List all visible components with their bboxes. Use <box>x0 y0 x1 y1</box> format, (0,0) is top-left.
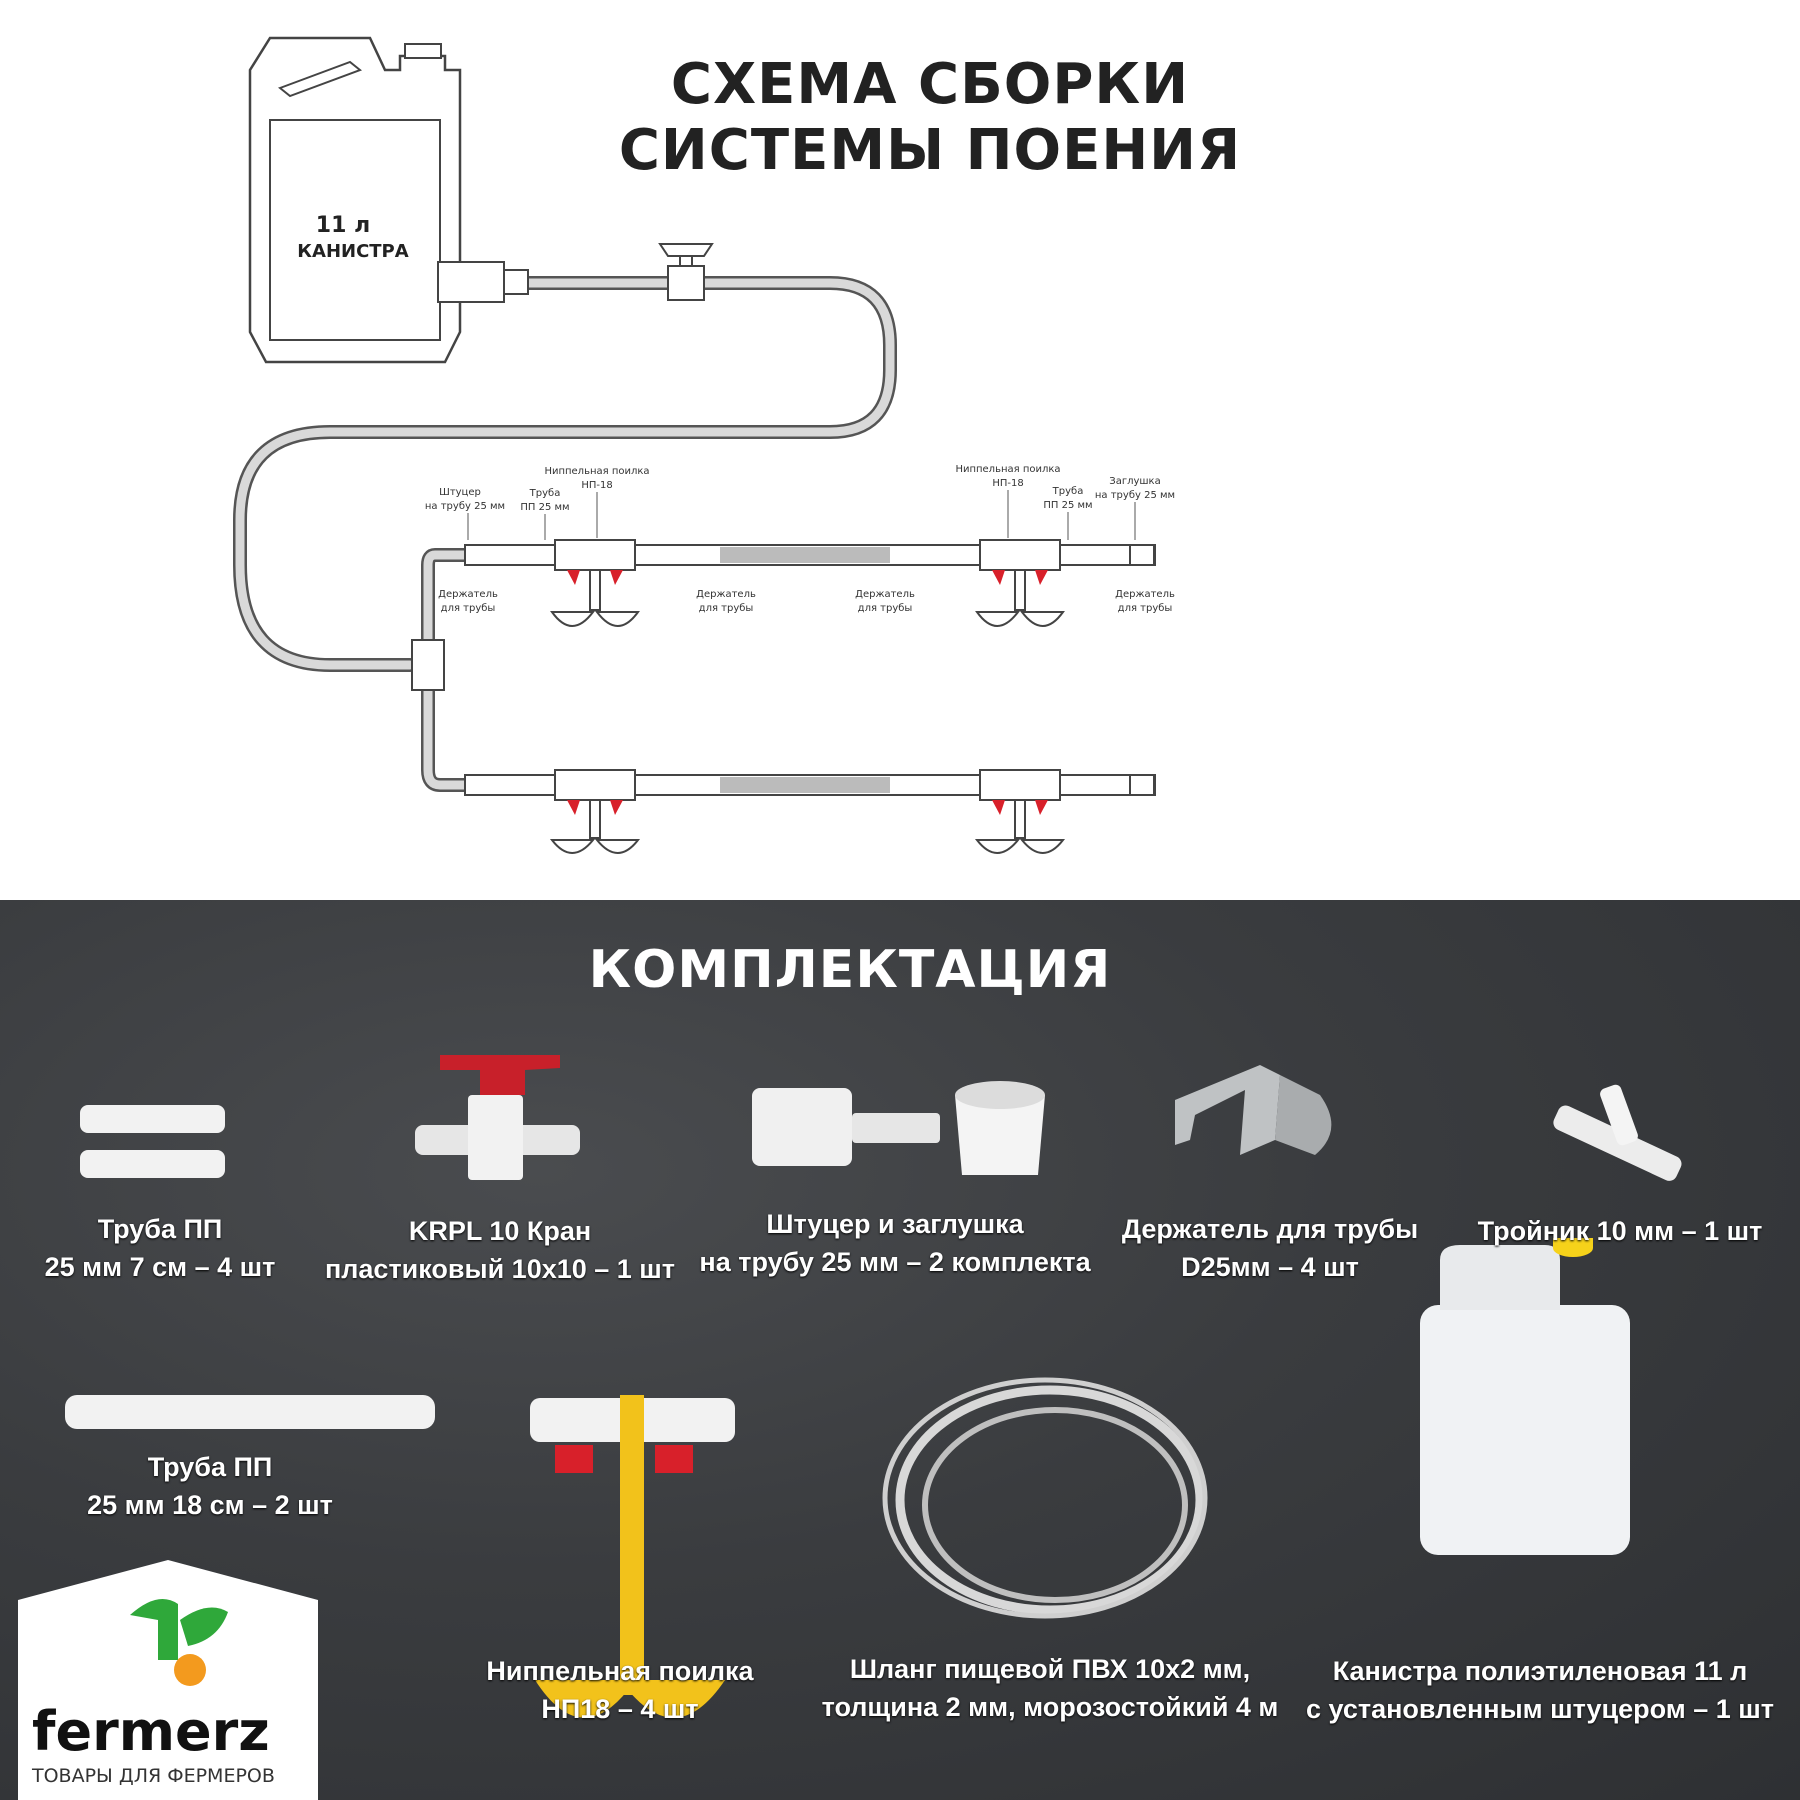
label-holder-1-l2: для трубы <box>441 603 496 614</box>
kit-item-2-line2: пластиковый 10х10 – 1 шт <box>324 1254 676 1284</box>
kit-item-6-line1: Труба ПП <box>147 1452 273 1482</box>
kit-item-tee: Тройник 10 мм – 1 шт <box>1460 1212 1780 1250</box>
diagram-drawing: 11 л КАНИСТРА <box>233 36 1175 854</box>
kit-item-fitting-and-plug: Штуцер и заглушка на трубу 25 мм – 2 ком… <box>690 1205 1100 1281</box>
nipple-drinker-upper-2 <box>975 539 1065 627</box>
label-pipe-2-l1: Труба <box>1052 486 1084 497</box>
hose-coil-image <box>882 1377 1208 1619</box>
kit-item-6-line2: 25 мм 18 см – 2 шт <box>87 1490 333 1520</box>
label-fitting-l2: на трубу 25 мм <box>425 501 505 512</box>
label-plug-l1: Заглушка <box>1109 476 1160 487</box>
short-pipe-image <box>80 1105 225 1178</box>
kit-item-2-line1: KRPL 10 Кран <box>408 1216 592 1246</box>
fitting-and-plug-image <box>752 1081 1045 1175</box>
label-holder-2-l2: для трубы <box>699 603 754 614</box>
label-nipple-2-l2: НП-18 <box>992 478 1023 489</box>
label-holder-3-l1: Держатель <box>855 589 915 600</box>
nipple-drinker-image <box>530 1395 735 1718</box>
label-nipple-2-l1: Ниппельная поилка <box>955 464 1060 475</box>
kit-item-short-pipe: Труба ПП 25 мм 7 см – 4 шт <box>10 1210 310 1286</box>
label-holder-2-l1: Держатель <box>696 589 756 600</box>
nipple-drinker-upper-1 <box>550 539 640 627</box>
tee-drawing <box>411 639 445 691</box>
label-nipple-l1: Ниппельная поилка <box>544 466 649 477</box>
nipple-drinker-lower-1 <box>549 769 641 854</box>
valve-image <box>415 1055 580 1180</box>
valve-drawing <box>658 243 714 301</box>
long-pipe-image <box>65 1395 435 1429</box>
assembly-diagram: СХЕМА СБОРКИ СИСТЕМЫ ПОЕНИЯ 11 л КАНИСТР… <box>233 36 1300 854</box>
label-nipple-l2: НП-18 <box>581 480 612 491</box>
kit-item-pipe-holder: Держатель для трубы D25мм – 4 шт <box>1110 1210 1430 1286</box>
canister-volume-label: 11 л <box>316 213 370 238</box>
kit-item-7-line2: НП18 – 4 шт <box>541 1694 699 1724</box>
kit-item-nipple-drinker: Ниппельная поилка НП18 – 4 шт <box>470 1652 770 1728</box>
label-holder-4-l2: для трубы <box>1118 603 1173 614</box>
kit-item-1-line1: Труба ПП <box>97 1214 223 1244</box>
canister-image <box>1420 1238 1630 1555</box>
diagram-title-line2: СИСТЕМЫ ПОЕНИЯ <box>618 118 1242 183</box>
kit-item-4-line1: Держатель для трубы <box>1121 1214 1419 1244</box>
kit-item-8-line2: толщина 2 мм, морозостойкий 4 м <box>821 1692 1279 1722</box>
fermerz-logo: fermerz ТОВАРЫ ДЛЯ ФЕРМЕРОВ <box>18 1560 318 1800</box>
kit-item-valve: KRPL 10 Кран пластиковый 10х10 – 1 шт <box>320 1212 680 1288</box>
kit-item-canister: Канистра полиэтиленовая 11 л с установле… <box>1300 1652 1780 1728</box>
kit-item-hose: Шланг пищевой ПВХ 10х2 мм, толщина 2 мм,… <box>800 1650 1300 1726</box>
kit-item-8-line1: Шланг пищевой ПВХ 10х2 мм, <box>849 1654 1251 1684</box>
diagram-title: СХЕМА СБОРКИ СИСТЕМЫ ПОЕНИЯ <box>560 52 1300 184</box>
label-holder-4-l1: Держатель <box>1115 589 1175 600</box>
kit-item-9-line2: с установленным штуцером – 1 шт <box>1305 1694 1775 1724</box>
logo-tagline: ТОВАРЫ ДЛЯ ФЕРМЕРОВ <box>31 1765 275 1787</box>
tee-image <box>1553 1084 1682 1181</box>
label-pipe-l1: Труба <box>529 488 561 499</box>
label-holder-1-l1: Держатель <box>438 589 498 600</box>
logo-badge: fermerz ТОВАРЫ ДЛЯ ФЕРМЕРОВ <box>18 1560 318 1800</box>
diagram-title-line1: СХЕМА СБОРКИ <box>670 52 1190 117</box>
label-plug-l2: на трубу 25 мм <box>1095 490 1175 501</box>
kit-item-7-line1: Ниппельная поилка <box>486 1656 754 1686</box>
kit-item-3-line2: на трубу 25 мм – 2 комплекта <box>699 1247 1091 1277</box>
canister-drawing: 11 л КАНИСТРА <box>248 36 529 364</box>
pipe-holder-image <box>1175 1065 1332 1155</box>
callouts: Штуцер на трубу 25 мм Труба ПП 25 мм Нип… <box>425 464 1175 614</box>
canister-name-label: КАНИСТРА <box>297 241 408 262</box>
kit-item-3-line1: Штуцер и заглушка <box>766 1209 1024 1239</box>
kit-item-5-line1: Тройник 10 мм – 1 шт <box>1477 1216 1763 1246</box>
label-holder-3-l2: для трубы <box>858 603 913 614</box>
kit-item-9-line1: Канистра полиэтиленовая 11 л <box>1332 1656 1748 1686</box>
kit-item-long-pipe: Труба ПП 25 мм 18 см – 2 шт <box>60 1448 360 1524</box>
nipple-drinker-lower-2 <box>974 769 1066 854</box>
kit-contents-section: КОМПЛЕКТАЦИЯ <box>0 900 1800 1800</box>
kit-product-images <box>65 1055 1682 1718</box>
kit-title: КОМПЛЕКТАЦИЯ <box>588 940 1112 1000</box>
kit-item-4-line2: D25мм – 4 шт <box>1181 1252 1359 1282</box>
logo-name: fermerz <box>32 1700 270 1763</box>
label-pipe-2-l2: ПП 25 мм <box>1043 500 1092 511</box>
label-fitting-l1: Штуцер <box>439 487 481 498</box>
kit-item-1-line2: 25 мм 7 см – 4 шт <box>44 1252 276 1282</box>
label-pipe-l2: ПП 25 мм <box>520 502 569 513</box>
